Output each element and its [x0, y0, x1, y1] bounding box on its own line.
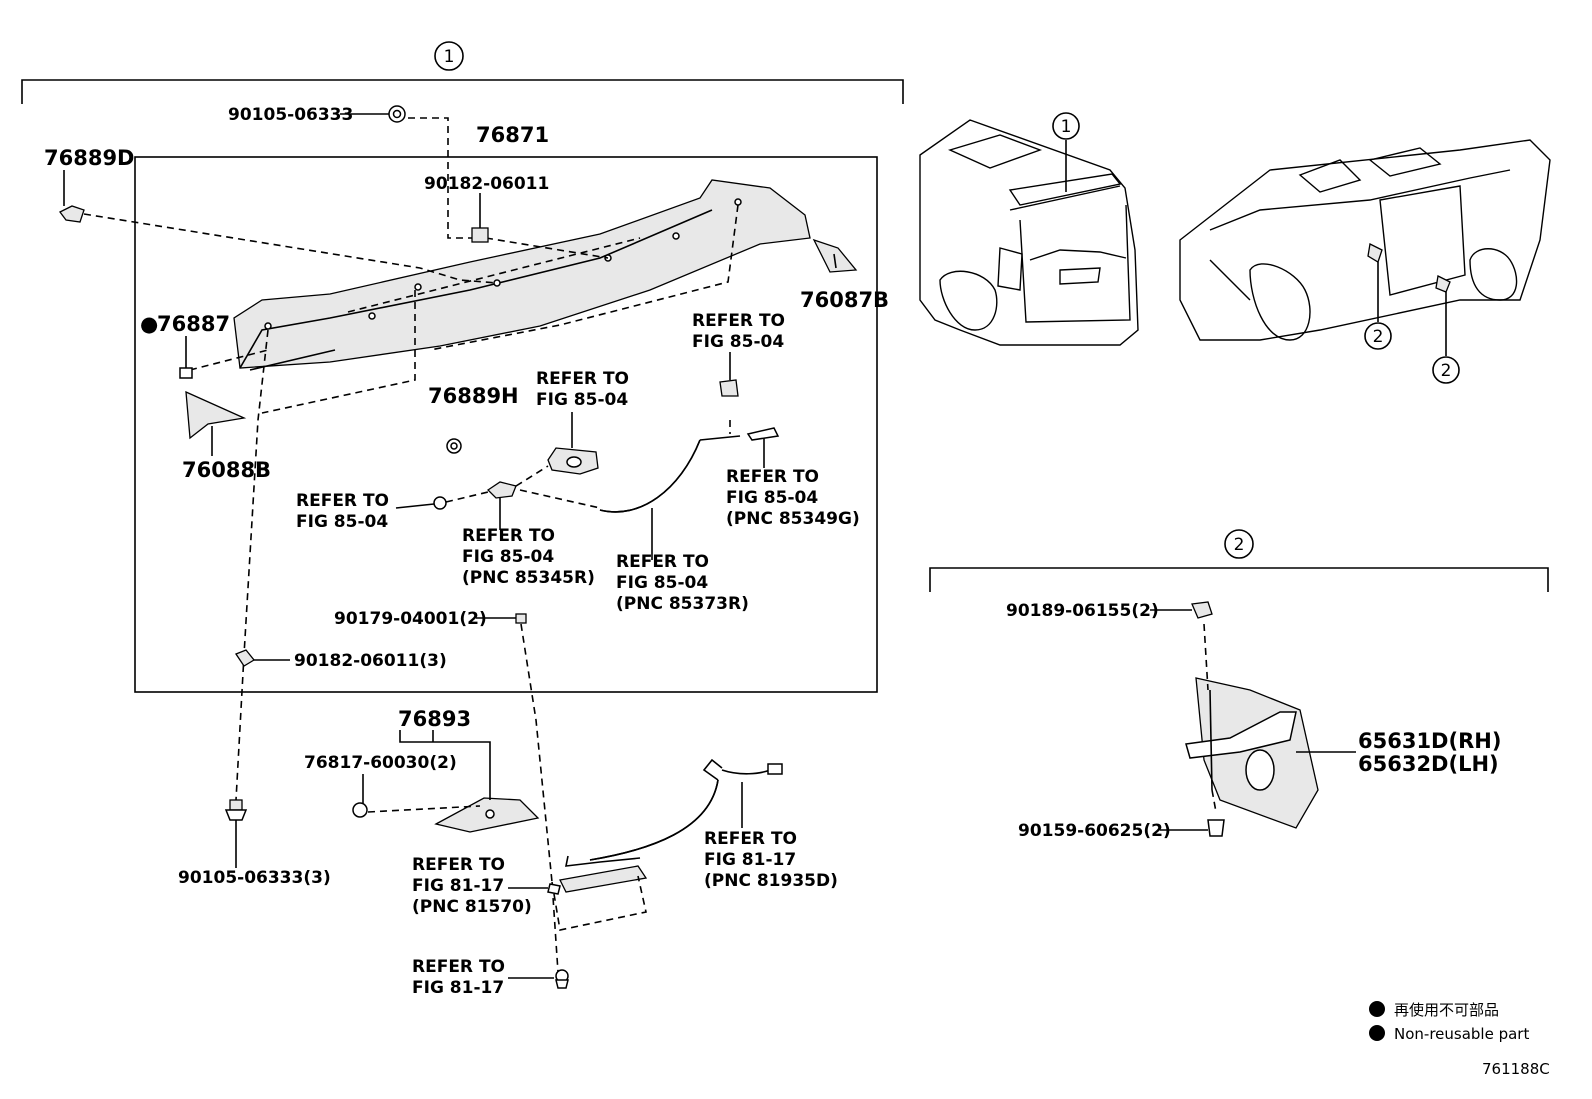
label-90159-60625: 90159-60625(2)	[1018, 821, 1171, 841]
clip-90179-04001	[476, 613, 559, 973]
label-76893: 76893	[398, 707, 471, 731]
refer-block-r7: REFER TO FIG 81-17 (PNC 81935D)	[704, 829, 838, 891]
label-90105-06333: 90105-06333	[228, 105, 353, 125]
legend: 再使用不可部品 Non-reusable part	[1369, 1001, 1529, 1043]
bolt-90105-06333-3	[224, 799, 248, 868]
refer-block-r4: REFER TO FIG 85-04	[296, 491, 395, 532]
non-reusable-marker: ●	[140, 312, 158, 336]
cover-76893	[352, 730, 540, 833]
label-76889D: 76889D	[44, 146, 135, 170]
vehicle-callout-2b: 2	[1441, 361, 1452, 381]
spoiler-dashed-lines	[83, 117, 739, 801]
group-2-bracket: 2	[929, 529, 1549, 592]
label-90179-04001: 90179-04001(2)	[334, 609, 487, 629]
refer-block-r3: REFER TO FIG 85-04 (PNC 85349G)	[726, 467, 860, 529]
rear-spoiler-76871	[233, 179, 811, 371]
cover-76088B	[185, 390, 247, 456]
label-76887: 76887	[157, 312, 230, 336]
group-1-bracket: 1	[21, 41, 904, 104]
grommet-76889H	[446, 438, 462, 454]
vehicle-rear-view: 1	[919, 112, 1139, 346]
washer-nozzle-assembly	[395, 352, 780, 560]
label-65631D: 65631D(RH)	[1358, 729, 1501, 753]
label-90105-06333-3: 90105-06333(3)	[178, 868, 331, 888]
label-90182-06011-3: 90182-06011(3)	[294, 651, 447, 671]
vehicle-callout-1: 1	[1061, 117, 1072, 137]
clip-90189-06155	[1150, 601, 1213, 619]
screw-90159-60625	[1160, 819, 1225, 837]
refer-block-r6: REFER TO FIG 85-04 (PNC 85373R)	[616, 552, 749, 614]
vehicle-callout-2a: 2	[1373, 327, 1384, 347]
label-76871: 76871	[476, 123, 549, 147]
group-1-callout: 1	[444, 47, 455, 67]
refer-block-r1: REFER TO FIG 85-04	[692, 311, 791, 352]
bracket-76087B	[812, 238, 858, 273]
high-mount-stop-lamp	[508, 758, 783, 989]
nut-90182-06011-3	[235, 649, 290, 667]
label-65632D: 65632D(LH)	[1358, 752, 1499, 776]
refer-block-r9: REFER TO FIG 81-17	[412, 957, 511, 998]
assembly-frame	[134, 156, 878, 693]
refer-block-r2: REFER TO FIG 85-04	[536, 369, 635, 410]
legend-en: Non-reusable part	[1394, 1025, 1529, 1043]
door-stopper-65631D	[1185, 623, 1356, 829]
nut-90182-06011	[471, 193, 489, 243]
figure-code: 761188C	[1482, 1060, 1550, 1078]
refer-block-r5: REFER TO FIG 85-04 (PNC 85345R)	[462, 526, 595, 588]
legend-jp: 再使用不可部品	[1394, 1001, 1499, 1019]
clip-90105-06333	[340, 105, 406, 123]
clip-76889D	[59, 170, 85, 223]
label-76889H: 76889H	[428, 384, 519, 408]
pad-76887	[179, 336, 193, 379]
label-90189-06155: 90189-06155(2)	[1006, 601, 1159, 621]
vehicle-front-view: 2 2	[1179, 139, 1551, 384]
label-76088B: 76088B	[182, 458, 271, 482]
label-76817-60030: 76817-60030(2)	[304, 753, 457, 773]
group-2-callout: 2	[1234, 535, 1245, 555]
label-90182-06011: 90182-06011	[424, 174, 549, 194]
refer-block-r8: REFER TO FIG 81-17 (PNC 81570)	[412, 855, 532, 917]
label-76087B: 76087B	[800, 288, 889, 312]
